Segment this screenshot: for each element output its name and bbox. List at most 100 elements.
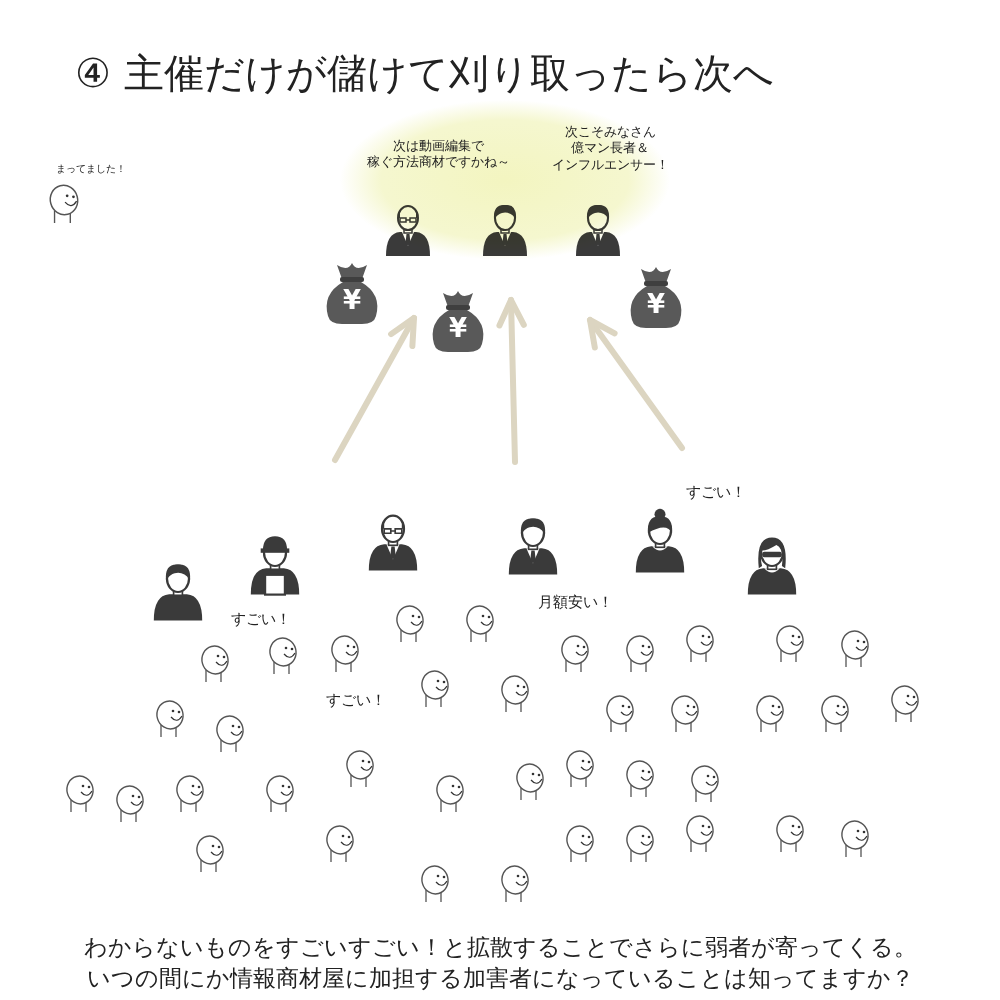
character-eye [532,773,535,776]
character-head [819,693,851,727]
character-head [669,693,701,727]
character-head [499,863,531,897]
character-eye [72,195,75,198]
character-head [267,635,299,669]
arrow-shaft [511,300,515,462]
character-eye [437,680,440,683]
person-icon [748,537,796,594]
character-head [689,763,721,797]
crowd-character [669,693,701,732]
crowd-speech: まってました！ [56,163,146,175]
crowd-speech: すごい！ [686,484,776,501]
crowd-speech: すごい！ [326,692,416,709]
crowd-character [564,748,596,787]
character-eye [702,825,705,828]
character-mouth [641,651,652,655]
bag-tie [340,277,364,282]
crowd-character [754,693,786,732]
person-body [369,544,417,570]
crowd-character [329,633,361,672]
character-mouth [641,776,652,780]
crowd-character [689,763,721,802]
person-icon [369,516,417,571]
character-mouth [791,831,802,835]
character-eye [368,761,371,764]
bag-tie [644,281,668,286]
crowd-character [419,863,451,902]
character-mouth [451,791,462,795]
character-head [624,823,656,857]
crowd-character [154,698,186,737]
character-eye [798,826,801,829]
glasses [384,529,402,533]
character-mouth [284,653,295,657]
character-mouth [131,801,142,805]
arrow-head [391,318,414,346]
character-head [194,833,226,867]
character-head [564,823,596,857]
character-eye [863,831,866,834]
character-mouth [361,766,372,770]
character-eye [517,685,520,688]
character-eye [282,785,285,788]
character-mouth [641,841,652,845]
overall-bib [265,575,285,595]
character-head [434,773,466,807]
crowd-character [464,603,496,642]
bag-body [327,282,378,324]
character-eye [843,706,846,709]
crowd-character [774,813,806,852]
character-eye [437,875,440,878]
character-eye [291,648,294,651]
character-eye [285,647,288,650]
character-mouth [341,841,352,845]
character-head [839,628,871,662]
crowd-character [344,748,376,787]
character-head [214,713,246,747]
character-mouth [836,711,847,715]
character-eye [778,706,781,709]
bag-top [641,267,671,283]
character-eye [362,760,365,763]
character-head [419,863,451,897]
crowd-character [419,668,451,707]
character-mouth [191,791,202,795]
character-eye [523,686,526,689]
character-mouth [436,686,447,690]
character-head [394,603,426,637]
character-head [329,633,361,667]
crowd-character [624,633,656,672]
character-eye [178,711,181,714]
crowd-character [64,773,96,812]
character-eye [342,835,345,838]
crowd-character [267,635,299,674]
crowd-character [684,623,716,662]
character-head [64,773,96,807]
character-eye [707,775,710,778]
character-eye [138,796,141,799]
character-mouth [216,661,227,665]
character-mouth [581,766,592,770]
character-eye [772,705,775,708]
character-mouth [231,731,242,735]
character-eye [642,645,645,648]
crowd-character [774,623,806,662]
character-mouth [171,716,182,720]
arrow-shaft [335,318,414,460]
character-eye [212,845,215,848]
character-eye [443,681,446,684]
crowd-speech: 月額安い！ [538,594,648,611]
character-head [889,683,921,717]
character-eye [642,835,645,838]
character-head [199,643,231,677]
character-eye [418,616,421,619]
character-mouth [65,201,77,205]
crowd-character [624,823,656,862]
speech-text: 次は動画編集で 稼ぐ方法商材ですかね～ [358,138,518,171]
arrow-head [590,320,615,348]
character-head [47,182,81,217]
money-bag [631,267,682,328]
character-eye [288,786,291,789]
character-mouth [701,641,712,645]
